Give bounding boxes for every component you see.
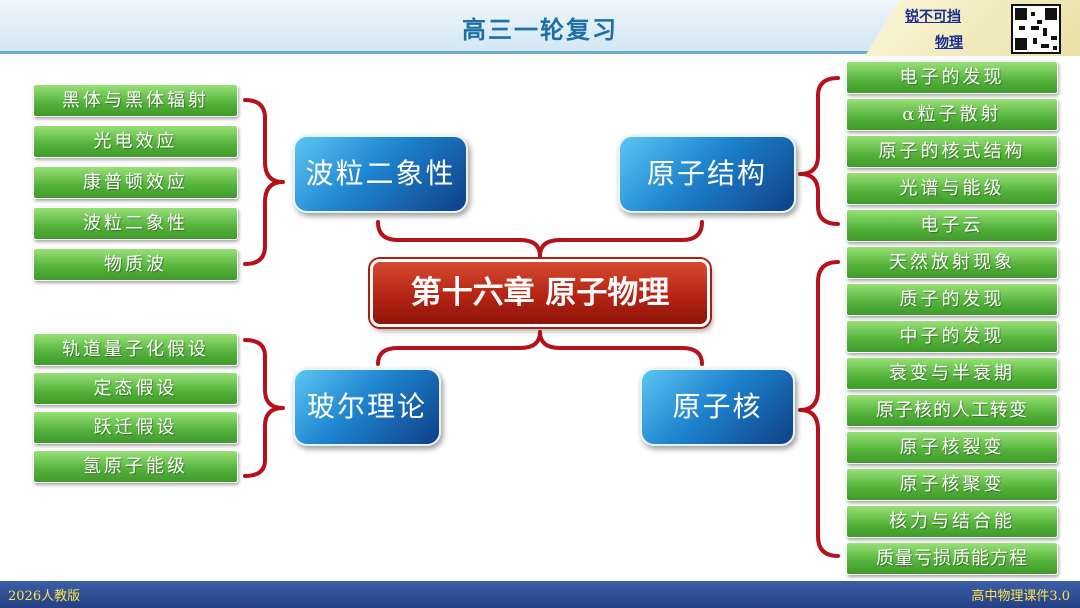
badge-line-2: 物理 <box>935 35 963 51</box>
leaf-structure-3[interactable]: 原子的核式结构 <box>846 135 1058 168</box>
brace-top <box>376 220 704 258</box>
badge-line-1: 锐不可挡 <box>905 9 961 25</box>
leaf-structure-1[interactable]: 电子的发现 <box>846 61 1058 94</box>
leaf-wave-5[interactable]: 物质波 <box>33 248 238 281</box>
leaf-nucleus-1[interactable]: 天然放射现象 <box>846 246 1058 279</box>
brace-structure-leaves <box>798 76 840 226</box>
footer-courseware: 高中物理课件3.0 <box>971 589 1070 604</box>
leaf-nucleus-3[interactable]: 中子的发现 <box>846 320 1058 353</box>
node-wave-particle-duality[interactable]: 波粒二象性 <box>293 135 468 213</box>
leaf-nucleus-6[interactable]: 原子核裂变 <box>846 431 1058 464</box>
footer-bar <box>0 581 1080 608</box>
leaf-wave-3[interactable]: 康普顿效应 <box>33 166 238 199</box>
leaf-bohr-3[interactable]: 跃迁假设 <box>33 411 238 444</box>
leaf-nucleus-4[interactable]: 衰变与半衰期 <box>846 357 1058 390</box>
leaf-structure-5[interactable]: 电子云 <box>846 209 1058 242</box>
node-bohr-theory[interactable]: 玻尔理论 <box>293 368 441 446</box>
leaf-nucleus-2[interactable]: 质子的发现 <box>846 283 1058 316</box>
leaf-nucleus-7[interactable]: 原子核聚变 <box>846 468 1058 501</box>
leaf-wave-1[interactable]: 黑体与黑体辐射 <box>33 84 238 117</box>
leaf-bohr-2[interactable]: 定态假设 <box>33 372 238 405</box>
leaf-wave-2[interactable]: 光电效应 <box>33 125 238 158</box>
brace-bottom <box>376 330 704 366</box>
leaf-bohr-1[interactable]: 轨道量子化假设 <box>33 333 238 366</box>
qr-code-icon[interactable] <box>1011 4 1061 54</box>
leaf-bohr-4[interactable]: 氢原子能级 <box>33 450 238 483</box>
leaf-structure-2[interactable]: α粒子散射 <box>846 98 1058 131</box>
footer-edition: 2026人教版 <box>8 589 81 604</box>
node-atomic-nucleus[interactable]: 原子核 <box>640 368 795 446</box>
brace-nucleus-leaves <box>798 260 840 558</box>
page-title: 高三一轮复习 <box>462 16 618 44</box>
leaf-nucleus-5[interactable]: 原子核的人工转变 <box>846 394 1058 427</box>
brace-bohr-leaves <box>243 338 285 478</box>
brace-wave-leaves <box>243 98 285 266</box>
leaf-structure-4[interactable]: 光谱与能级 <box>846 172 1058 205</box>
leaf-nucleus-8[interactable]: 核力与结合能 <box>846 505 1058 538</box>
leaf-wave-4[interactable]: 波粒二象性 <box>33 207 238 240</box>
chapter-title-node[interactable]: 第十六章 原子物理 <box>370 259 710 327</box>
node-atomic-structure[interactable]: 原子结构 <box>618 135 796 213</box>
leaf-nucleus-9[interactable]: 质量亏损质能方程 <box>846 542 1058 575</box>
